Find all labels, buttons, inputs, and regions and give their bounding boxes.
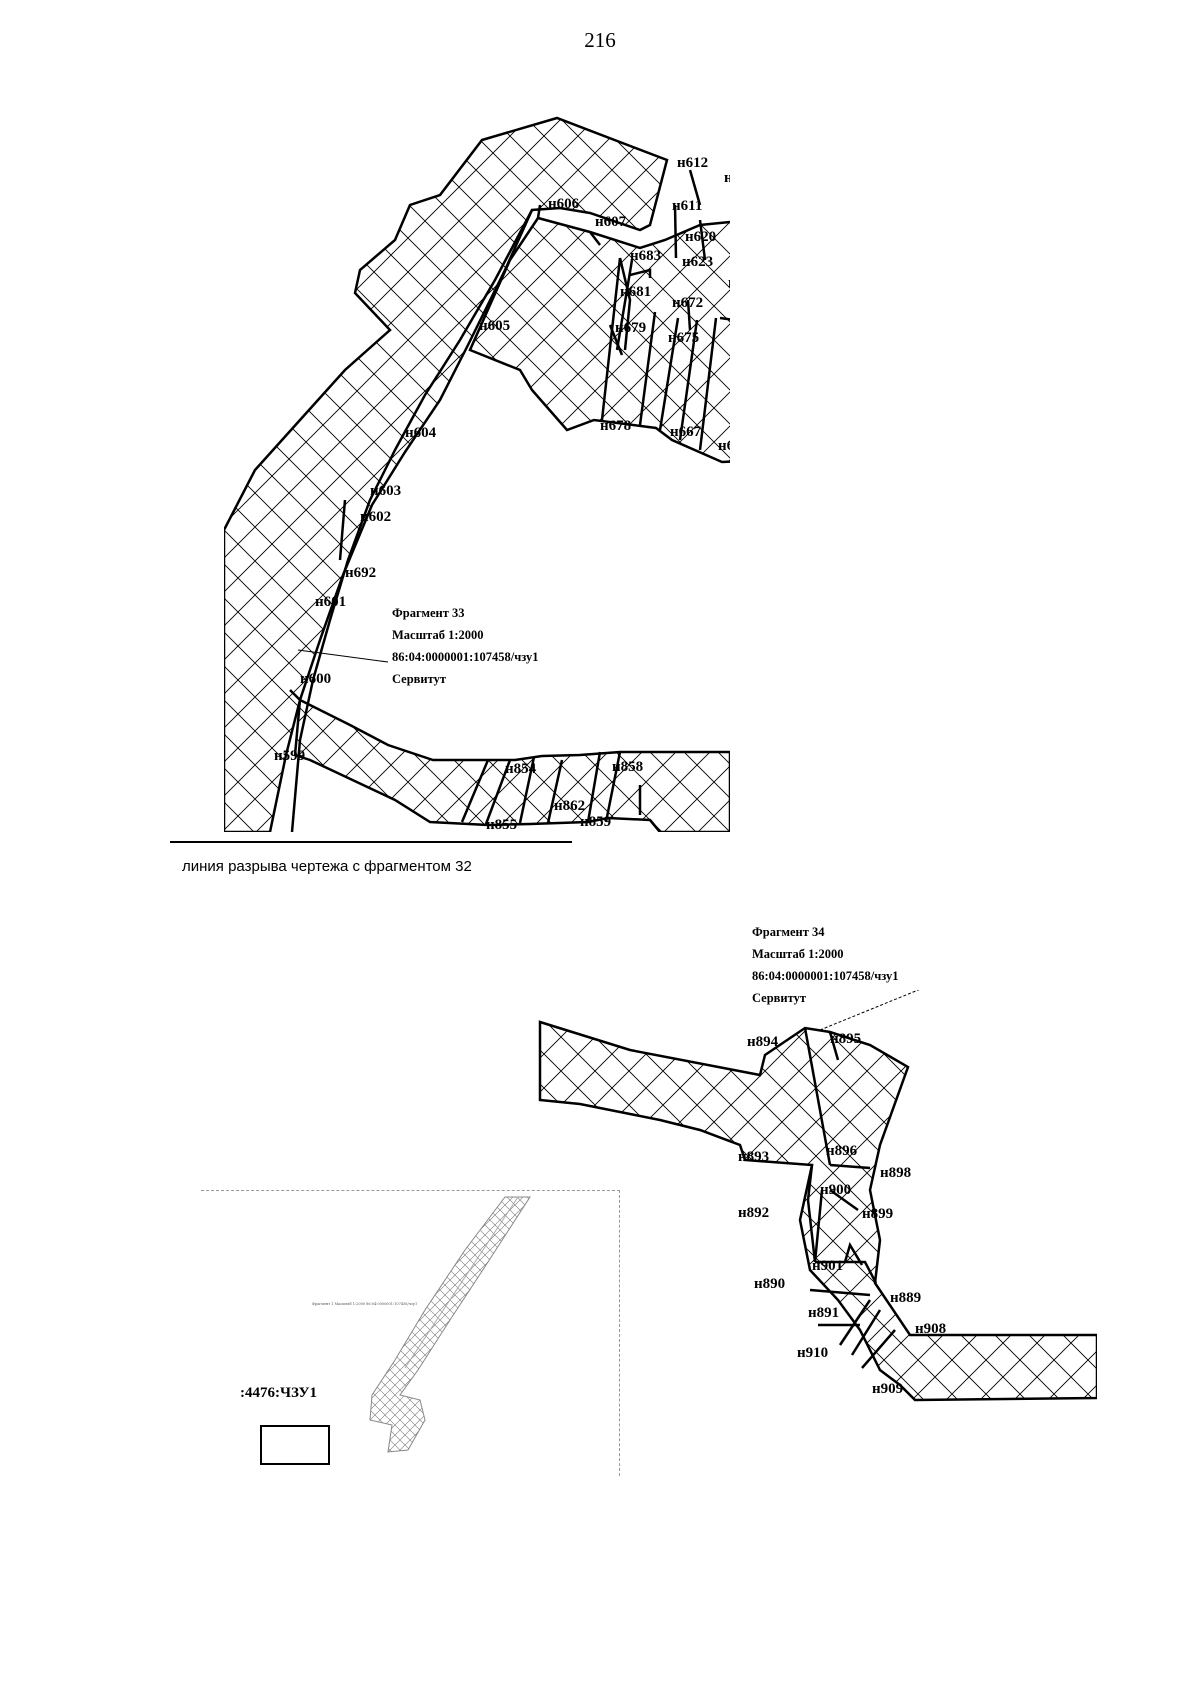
fragment-type: Сервитут (392, 672, 446, 686)
inset-strip (369, 1196, 531, 1453)
point-label: н612 (677, 155, 708, 171)
point-label: н605 (479, 318, 510, 334)
point-label: н616 (724, 170, 756, 186)
point-label: н620 (685, 229, 716, 245)
point-label: н909 (872, 1381, 903, 1397)
fragment-title: Фрагмент 33 (392, 606, 464, 620)
point-label: н692 (345, 565, 376, 581)
point-label: н908 (915, 1321, 946, 1337)
fragment-34-caption: Фрагмент 34 Масштаб 1:2000 86:04:0000001… (752, 925, 899, 1005)
point-label: н889 (890, 1290, 921, 1306)
point-label: н602 (360, 509, 391, 525)
point-label: н604 (405, 425, 437, 441)
point-label: н895 (830, 1031, 861, 1047)
inset-overview-map: Фрагмент 1 Масштаб 1:2000 86:04:0000001:… (312, 1196, 531, 1453)
point-label: н891 (808, 1305, 839, 1321)
point-label: н854 (505, 761, 537, 777)
point-label: н910 (797, 1345, 828, 1361)
leader-33 (297, 649, 389, 663)
point-label: н641 (808, 239, 839, 255)
fragment-scale: Масштаб 1:2000 (392, 628, 483, 642)
point-label: н855 (486, 817, 517, 833)
point-label: н653 (786, 375, 817, 391)
inset-frame (201, 1190, 620, 1476)
point-label: н858 (612, 759, 643, 775)
point-label: н626 (728, 275, 760, 291)
point-label: н859 (580, 814, 611, 830)
fragment-cadastral: 86:04:0000001:107458/чзу1 (392, 650, 539, 664)
point-label: н862 (554, 798, 585, 814)
point-label: н893 (738, 1149, 769, 1165)
page-number: 216 (584, 28, 616, 52)
point-label: н623 (682, 254, 713, 270)
bottom-stripes (460, 751, 661, 832)
servitude-strip-bottom (293, 698, 730, 832)
fragment-title: Фрагмент 34 (752, 925, 825, 939)
point-label: н683 (630, 248, 661, 264)
inset-label: :4476:ЧЗУ1 (240, 1385, 318, 1401)
break-line-caption: линия разрыва чертежа с фрагментом 32 (182, 858, 472, 875)
fragment-type: Сервитут (752, 991, 806, 1005)
point-label: н659 (718, 438, 749, 454)
inner-stripes (289, 169, 730, 701)
point-label: н681 (620, 284, 651, 300)
point-label: н898 (880, 1165, 911, 1181)
point-label: н627 (730, 243, 762, 259)
point-label: н667 (670, 424, 702, 440)
inset-tiny-caption: Фрагмент 1 Масштаб 1:2000 86:04:0000001:… (312, 1302, 417, 1306)
drawing-break-line (170, 841, 572, 843)
point-label: н661 (730, 318, 761, 334)
point-label: н654 (770, 453, 802, 469)
point-label: н896 (826, 1143, 858, 1159)
point-label: н606 (548, 196, 580, 212)
leader-34 (819, 990, 920, 1031)
inset-legend-box (260, 1425, 330, 1465)
point-label: н679 (615, 320, 646, 336)
fragment-34-map: н894 н895 н893 н896 н898 н900 н892 н899 … (538, 990, 1097, 1402)
servitude-strip-main (224, 116, 669, 832)
point-label: н675 (668, 330, 699, 346)
point-label: н894 (747, 1034, 779, 1050)
fragment-cadastral: 86:04:0000001:107458/чзу1 (752, 969, 899, 983)
point-label: н600 (300, 671, 331, 687)
point-label: н646 (790, 334, 822, 350)
point-label: н603 (370, 483, 401, 499)
point-label: н645 (796, 268, 827, 284)
strip-inner-boundary (290, 209, 534, 832)
point-label: н890 (754, 1276, 785, 1292)
servitude-strip-34 (538, 1020, 1097, 1402)
point-label: н599 (274, 748, 305, 764)
point-label: н601 (315, 594, 346, 610)
fragment-scale: Масштаб 1:2000 (752, 947, 843, 961)
point-label: н901 (812, 1258, 843, 1274)
point-label: н900 (820, 1182, 851, 1198)
point-label: н899 (862, 1206, 893, 1222)
point-label: н678 (600, 418, 631, 434)
fragment-33-caption: Фрагмент 33 Масштаб 1:2000 86:04:0000001… (392, 606, 539, 686)
point-label: н630 (734, 210, 765, 226)
point-label: н611 (672, 198, 702, 214)
inner-stripes-34 (803, 1027, 896, 1369)
point-label: н892 (738, 1205, 769, 1221)
point-label: н607 (595, 214, 627, 230)
point-label: н672 (672, 295, 703, 311)
fragment-33-map: н612 н616 н611 н630 н606 н607 н620 н641 … (224, 116, 839, 833)
